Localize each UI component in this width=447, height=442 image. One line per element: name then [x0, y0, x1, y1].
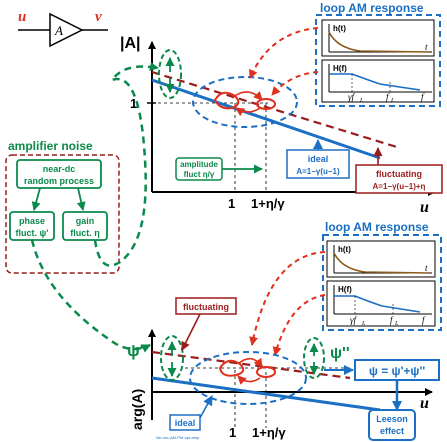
loop1-fl: f	[386, 92, 390, 102]
amp-gain-label: A	[54, 23, 63, 38]
footnote: Ne-osc-AM-PM-opt-amp	[156, 435, 200, 440]
amp-input-label: u	[18, 9, 26, 25]
amplifier-symbol: u v A	[18, 9, 108, 48]
loop1-gfl: γf	[348, 92, 356, 102]
noise-gn1: gain	[76, 216, 95, 226]
noise-nd2: random process	[24, 176, 94, 186]
fluct-box-line1: fluctuating	[376, 169, 422, 179]
top-ylabel: |A|	[120, 35, 141, 52]
loop2-t: t	[425, 263, 428, 273]
bottom-tick-x2: 1+η/γ	[252, 425, 286, 440]
loop2-title: loop AM response	[325, 220, 429, 234]
bottom-operating-region	[189, 351, 307, 405]
amplitude-box-line2: fluct η/γ	[184, 170, 215, 179]
bottom-xlabel: u	[420, 395, 429, 412]
psi-equation: ψ = ψ'+ψ''	[369, 364, 426, 378]
top-operating-region	[192, 76, 298, 128]
loop1-f: f	[421, 92, 425, 102]
loop2-f: f	[422, 315, 426, 325]
loop-am-response-top: loop AM response h(t) t H(f) γf L f L f	[315, 1, 441, 107]
bottom-ideal-line	[151, 376, 381, 412]
bottom-ylabel: arg(A)	[129, 389, 145, 430]
loop1-ht: h(t)	[333, 24, 346, 33]
top-xlabel: u	[420, 199, 429, 216]
loop-am-response-bottom: loop AM response h(t) t H(f) γf L f L f	[322, 220, 442, 331]
noise-nd1: near-dc	[43, 164, 76, 174]
loop1-gfl-sub: L	[359, 98, 364, 104]
bottom-tick-x1: 1	[229, 425, 236, 440]
amplifier-noise: amplifier noise near-dc random process p…	[5, 139, 120, 274]
amplitude-box-line1: amplitude	[180, 160, 218, 169]
noise-title: amplifier noise	[8, 139, 93, 153]
loop2-Hf: H(f)	[338, 285, 352, 294]
top-tick-x2: 1+η/γ	[251, 196, 285, 211]
fluct-box-line2: A=1−γ(u−1)+η	[373, 182, 426, 191]
bottom-fluct-label: fluctuating	[183, 302, 229, 312]
leeson-line1: Leeson	[376, 414, 408, 424]
loop1-Hf: H(f)	[333, 64, 347, 73]
loop2-gfl-sub: L	[361, 321, 366, 327]
noise-ph2: fluct. ψ'	[16, 228, 49, 238]
loop1-fl-sub: L	[390, 98, 395, 104]
psi-double-prime-label: ψ''	[330, 345, 350, 362]
ideal-box-line1: ideal	[308, 154, 329, 164]
loop2-gfl: γf	[350, 315, 358, 325]
ideal-box-line2: A=1−γ(u−1)	[296, 167, 340, 176]
loop2-fl-sub: L	[394, 321, 399, 327]
bottom-fluct-line	[151, 350, 351, 380]
top-fluct-line	[151, 70, 401, 150]
loop2-ht: h(t)	[338, 245, 351, 254]
top-tick-x1: 1	[228, 196, 235, 211]
noise-ph1: phase	[19, 216, 45, 226]
top-chart: |A| u 1 1 1+η/γ amplitude fluct η/γ idea…	[120, 35, 443, 216]
psi-prime-label: ψ'	[127, 341, 144, 360]
top-tick-y: 1	[130, 96, 137, 111]
noise-gn2: fluct. η	[70, 228, 100, 238]
loop1-t: t	[425, 42, 428, 52]
loop1-title: loop AM response	[320, 1, 424, 15]
bottom-chart: arg(A) u 1 1+η/γ ψ' ψ'' fluctuating i	[127, 297, 440, 441]
loop2-fl: f	[390, 315, 394, 325]
bottom-ideal-label: ideal	[175, 418, 196, 428]
leeson-line2: effect	[380, 426, 404, 436]
top-ideal-line	[151, 78, 381, 160]
amp-output-label: v	[95, 9, 102, 25]
